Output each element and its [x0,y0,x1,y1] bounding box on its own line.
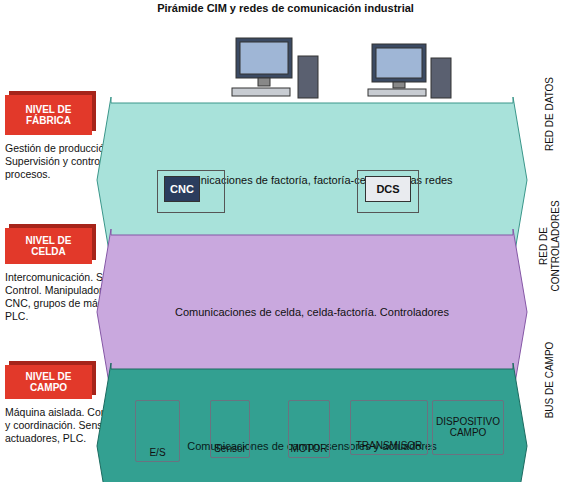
motor-device: MOTOR [288,400,330,458]
cnc-machine: CNC [157,170,225,213]
band-shape [97,363,527,482]
network-band: Comunicaciones de celda, celda-factoría.… [97,235,527,389]
sensor-device: Sensor [210,400,250,458]
pc-tower [298,56,318,98]
device-label: MOTOR [290,443,327,455]
monitor-stand [258,78,270,86]
pc-tower [431,58,451,98]
title: Pirámide CIM y redes de comunicación ind… [0,2,571,14]
screen [240,42,288,74]
device-label: E/S [149,447,165,459]
keyboard [368,89,426,96]
level-label-box: NIVEL DE CELDA [5,228,92,264]
level-label-box: NIVEL DE FÁBRICA [5,95,92,135]
screen [376,48,422,78]
monitor [372,44,426,82]
dcs-station: DCS [357,170,419,213]
device-label: CNC [170,183,194,195]
network-band: Comunicaciones de factoría, factoría-cel… [97,103,527,257]
device-label: DISPOSITIVO CAMPO [435,416,501,439]
field-device: DISPOSITIVO CAMPO [432,400,504,455]
network-label: RED DE CONTROLADORES [538,194,562,298]
network-label: RED DE DATOS [544,68,556,160]
device-label: DCS [376,183,399,195]
monitor-stand [393,82,405,88]
screen: DCS [365,176,411,202]
level-title: NIVEL DE CAMPO [9,371,88,394]
device-label: TRANSMISOR [356,440,423,452]
level-title: NIVEL DE FÁBRICA [9,104,88,127]
band-label: Comunicaciones de celda, celda-factoría.… [175,306,449,318]
screen: CNC [164,176,200,202]
monitor [236,38,292,78]
level-title: NIVEL DE CELDA [9,235,88,258]
device-label: Sensor [214,443,246,455]
io-module: E/S [135,400,180,462]
network-label: BUS DE CAMPO [544,334,556,426]
transmitter-device: TRANSMISOR [350,400,428,455]
keyboard [232,88,290,96]
level-label-box: NIVEL DE CAMPO [5,365,92,399]
